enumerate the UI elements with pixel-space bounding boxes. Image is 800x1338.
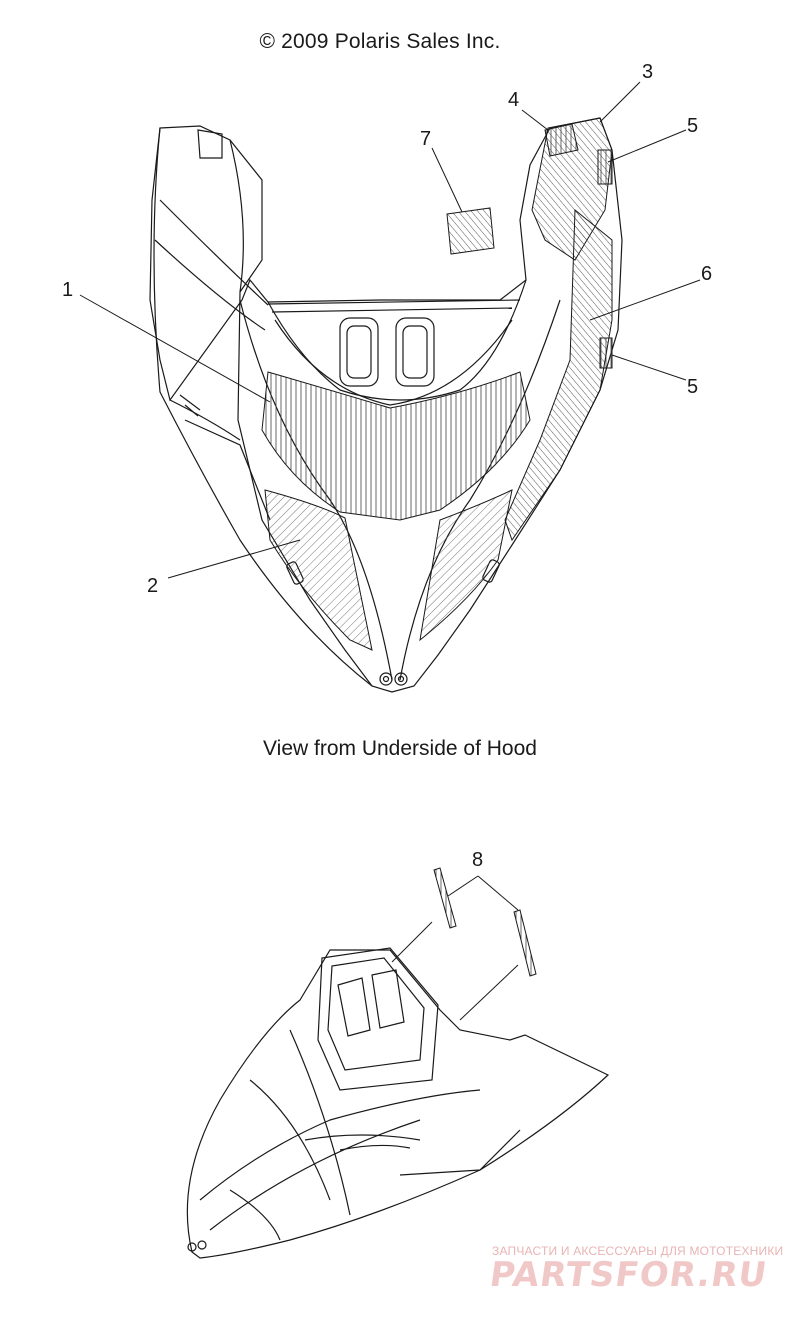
copyright-notice: © 2009 Polaris Sales Inc. [259, 30, 501, 53]
callout-1: 1 [62, 279, 73, 301]
opening-rim [267, 279, 527, 401]
view-caption: View from Underside of Hood [263, 737, 537, 760]
decal-4-tab [544, 123, 579, 157]
callout-5-lower: 5 [687, 376, 698, 398]
isometric-vent-left [337, 977, 371, 1037]
decal-1-center-panel [261, 371, 531, 521]
decal-2-lower-panel [264, 489, 373, 651]
decal-2-lower-panel-right [419, 489, 513, 642]
nose-fastener-right [394, 672, 408, 686]
left-wing-outline [153, 127, 373, 687]
decal-6-side-panel [504, 208, 613, 542]
callout-5-upper: 5 [687, 115, 698, 137]
vent-slot-left [339, 317, 379, 387]
callout-3: 3 [642, 61, 653, 83]
hood-isometric-view [186, 947, 610, 1259]
decal-8-strip-right [513, 909, 537, 977]
leader-lines-8 [391, 875, 519, 1021]
callout-4: 4 [508, 89, 519, 111]
vent-slot-right [395, 317, 435, 387]
decal-7-loose [446, 207, 495, 255]
isometric-vent-right [371, 969, 405, 1029]
callout-6: 6 [701, 263, 712, 285]
isometric-outline [186, 949, 610, 1259]
callout-8: 8 [472, 849, 483, 871]
decal-5-grille-upper [597, 149, 613, 185]
watermark-brand: PARTSFOR.RU [487, 1255, 770, 1295]
leader-lines [79, 81, 701, 579]
decal-8-strip-left [433, 867, 457, 929]
watermark-tagline: ЗАПЧАСТИ И АКСЕССУАРЫ ДЛЯ МОТОТЕХНИКИ [492, 1244, 784, 1258]
nose-fastener-left [379, 672, 393, 686]
callout-7: 7 [420, 128, 431, 150]
isometric-opening [317, 947, 439, 1091]
callout-2: 2 [147, 575, 158, 597]
